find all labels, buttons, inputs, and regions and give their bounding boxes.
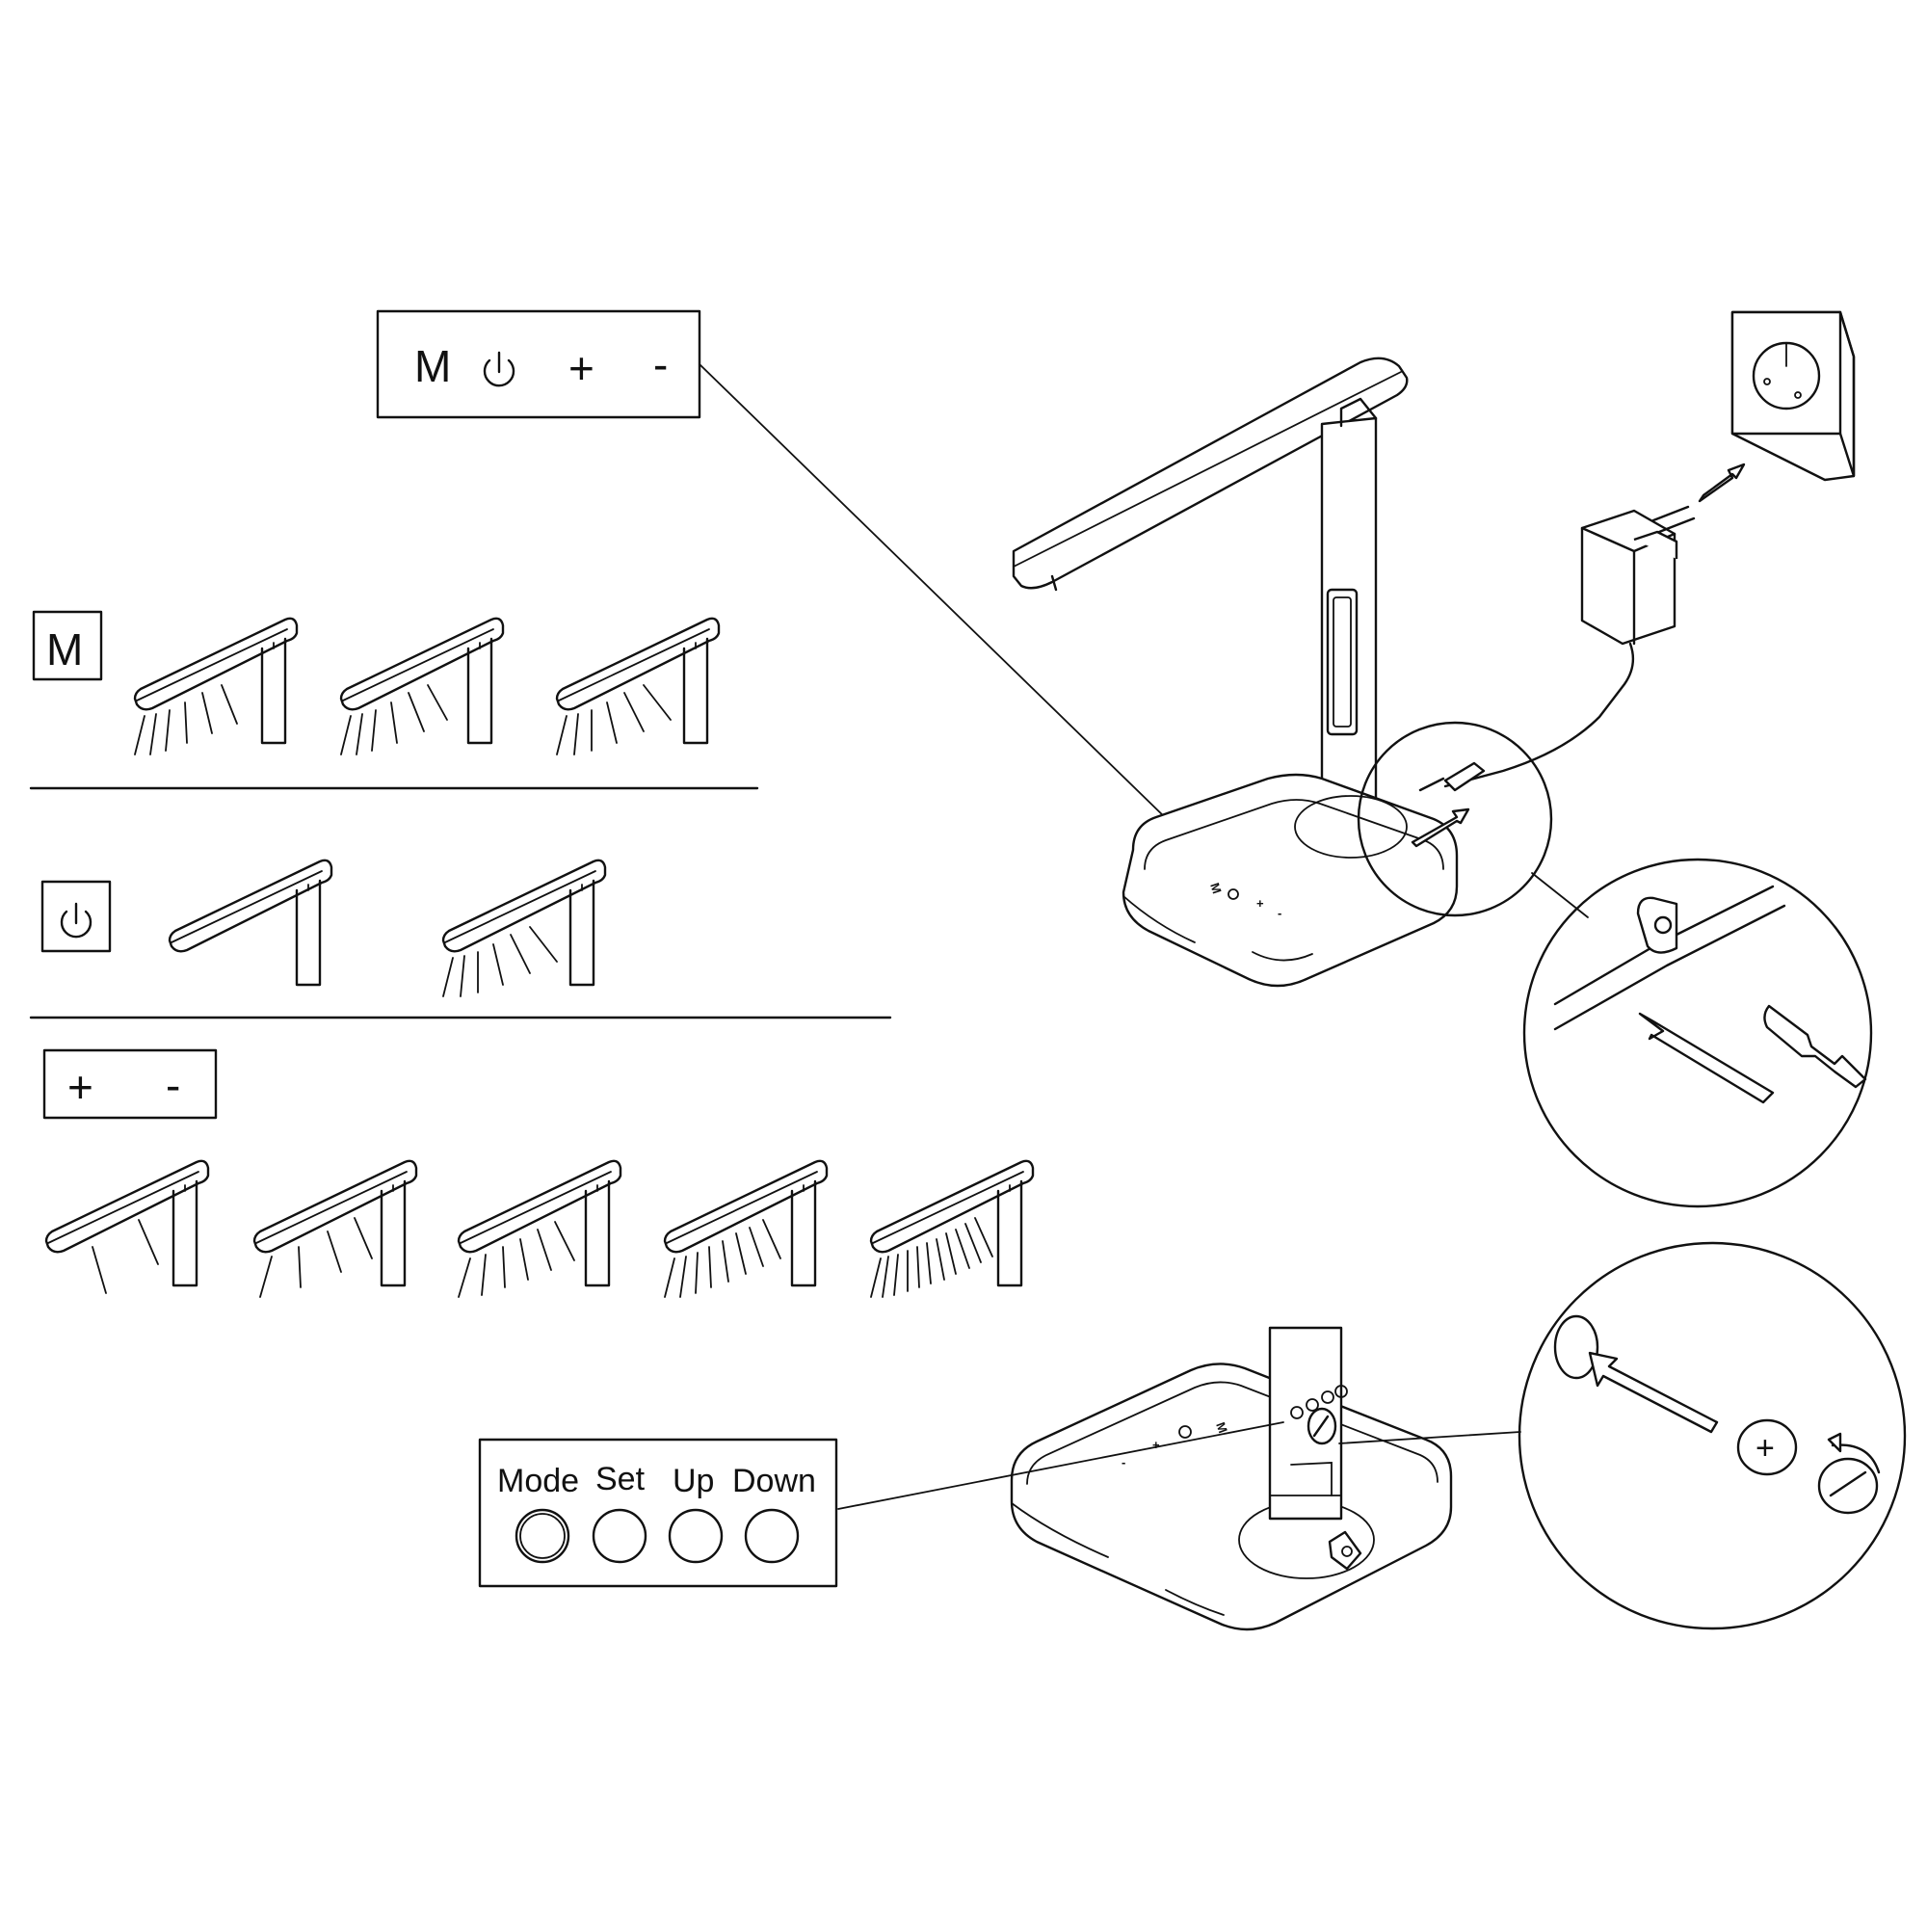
- mode-lamp-3: [555, 617, 721, 755]
- mode-lamp-1: [133, 617, 299, 755]
- mode-section: M: [29, 610, 759, 790]
- insert-arrow: [1698, 463, 1746, 503]
- wall-socket: [1730, 310, 1856, 482]
- svg-text:Set: Set: [595, 1461, 646, 1497]
- clock-base-mode-label: M: [1213, 1420, 1230, 1435]
- mode-lamp-2: [339, 617, 505, 755]
- clock-lamp: M + -: [837, 1326, 1521, 1631]
- dc-plug-callout: [1357, 721, 1553, 917]
- power-section: [29, 859, 892, 1019]
- brightness-lamp-2: [252, 1159, 418, 1298]
- svg-text:Down: Down: [732, 1463, 816, 1499]
- brightness-lamp-4: [663, 1159, 829, 1298]
- brightness-lamp-3: [457, 1159, 622, 1298]
- clock-button-panel: Mode Set Up Down: [478, 1438, 838, 1588]
- battery-coin: +: [1736, 1418, 1798, 1476]
- base-minus-label: -: [1278, 906, 1281, 920]
- panel-plus-key[interactable]: +: [568, 343, 594, 393]
- battery-zoom: +: [1518, 1241, 1907, 1630]
- clock-panel-leader: [837, 1421, 1284, 1510]
- main-lamp: M + -: [1012, 357, 1459, 988]
- clock-button-down[interactable]: Down: [732, 1463, 816, 1564]
- panel-mode-key[interactable]: M: [414, 341, 451, 391]
- brightness-section: + -: [42, 1048, 1035, 1298]
- top-button-panel: M + -: [376, 309, 1205, 857]
- callout-leader: [1531, 872, 1589, 918]
- clock-base-minus-label: -: [1122, 1455, 1125, 1469]
- svg-text:Up: Up: [673, 1463, 714, 1499]
- base-plus-label: +: [1256, 896, 1264, 911]
- power-lamp-off: [168, 859, 333, 987]
- clock-button-up[interactable]: Up: [668, 1463, 724, 1564]
- base-mode-label: M: [1207, 881, 1225, 895]
- mode-key-label: M: [46, 624, 83, 675]
- brightness-lamp-1: [44, 1159, 210, 1294]
- brightness-plus-key: +: [67, 1062, 93, 1112]
- brightness-minus-key: -: [166, 1060, 180, 1110]
- power-adapter: [1443, 505, 1696, 788]
- dc-socket-zoom: [1522, 858, 1873, 1208]
- power-lamp-on: [441, 859, 607, 997]
- base-power-icon: [1227, 888, 1239, 900]
- clock-base-power-icon: [1178, 1425, 1192, 1439]
- battery-leader: [1338, 1431, 1521, 1444]
- svg-text:Mode: Mode: [497, 1463, 579, 1499]
- battery-cover: [1817, 1432, 1881, 1515]
- svg-text:+: +: [1755, 1430, 1775, 1467]
- clock-base-plus-label: +: [1152, 1438, 1160, 1452]
- panel-minus-key[interactable]: -: [653, 339, 668, 389]
- clock-button-mode[interactable]: Mode: [497, 1463, 579, 1564]
- panel-leader-line: [699, 363, 1205, 857]
- clock-button-set[interactable]: Set: [592, 1461, 647, 1564]
- brightness-lamp-5: [869, 1159, 1035, 1298]
